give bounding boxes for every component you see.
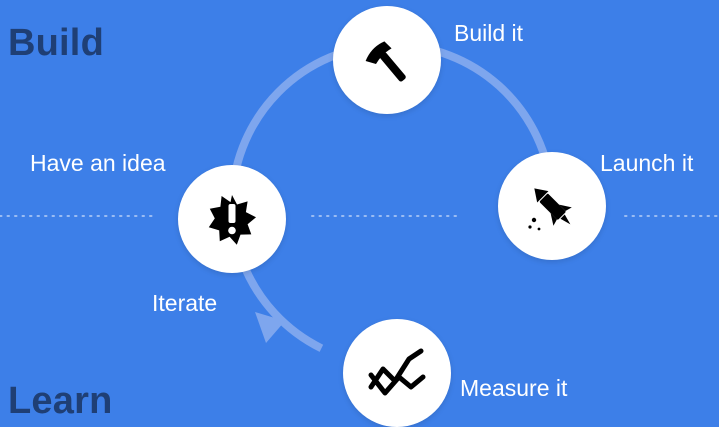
step-circle-launch — [498, 152, 606, 260]
step-circle-measure — [343, 319, 451, 427]
step-label-launch: Launch it — [600, 150, 694, 176]
step-label-build: Build it — [454, 20, 524, 46]
step-label-iterate: Iterate — [152, 290, 218, 316]
step-circle-build — [333, 6, 441, 114]
phase-label-learn: Learn — [8, 380, 113, 422]
rocket-icon — [528, 188, 572, 231]
trend-chart-icon — [368, 348, 426, 396]
hammer-icon — [365, 41, 406, 82]
step-label-measure: Measure it — [460, 375, 568, 401]
phase-label-build: Build — [8, 22, 104, 64]
step-label-idea: Have an idea — [30, 150, 166, 176]
exclamation-burst-icon — [208, 195, 256, 245]
step-circle-idea — [178, 165, 286, 273]
cycle-arrow-icon — [255, 312, 285, 343]
